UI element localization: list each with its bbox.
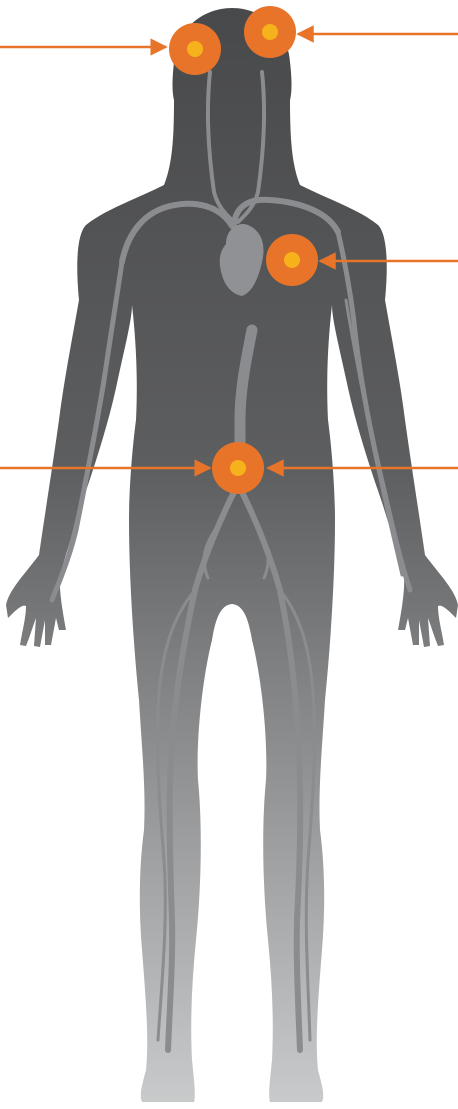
marker-head-left	[169, 23, 221, 75]
marker-head-right	[244, 6, 296, 58]
marker-abdomen	[212, 442, 264, 494]
marker-dot	[262, 24, 278, 40]
marker-dot	[187, 41, 203, 57]
marker-dot	[230, 460, 246, 476]
body-silhouette	[6, 8, 458, 1102]
marker-dot	[284, 252, 300, 268]
marker-heart	[266, 234, 318, 286]
